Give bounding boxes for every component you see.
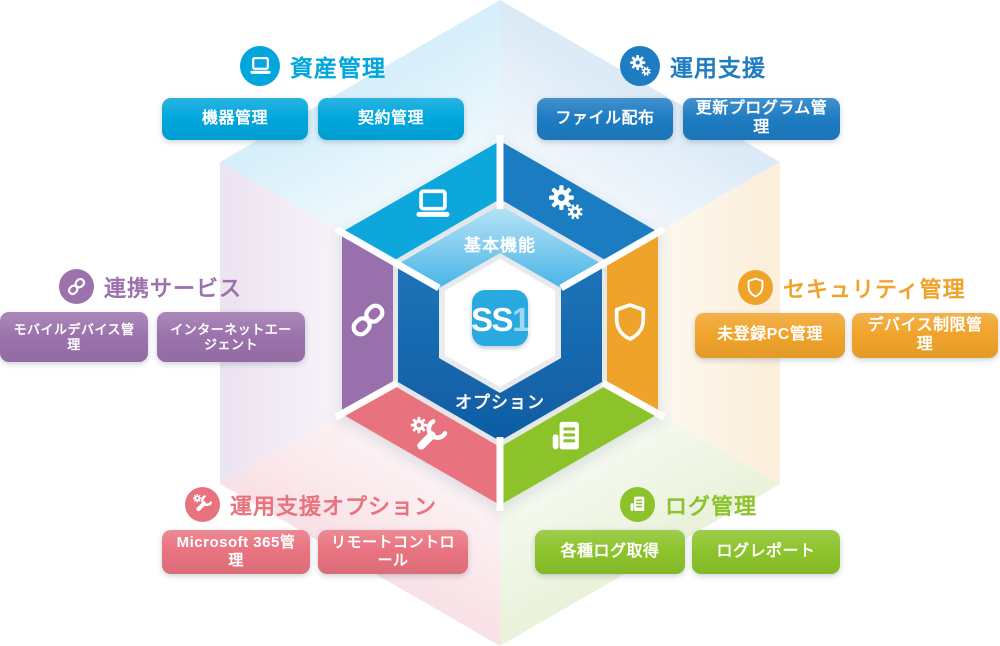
log-acquisition-button[interactable]: 各種ログ取得 [535,530,685,574]
update-program-management-button[interactable]: 更新プログラム管理 [683,98,840,140]
shield-icon [738,270,773,305]
options-ring [398,264,602,441]
file-distribution-button[interactable]: ファイル配布 [537,98,673,140]
security-management-header: セキュリティ管理 [738,270,966,305]
device-management-button[interactable]: 機器管理 [162,98,308,140]
operation-support-header: 運用支援 [620,46,766,86]
mobile-device-management-button[interactable]: モバイルデバイス管理 [0,312,148,362]
section-title: セキュリティ管理 [783,276,966,302]
basic-functions-band [398,205,602,288]
log-segment [500,385,658,505]
wrench-gear-icon [185,487,220,522]
operation-segment [500,141,658,261]
microsoft-365-management-button[interactable]: Microsoft 365管理 [162,530,310,574]
unregistered-pc-management-button[interactable]: 未登録PC管理 [695,313,845,358]
section-title: 連携サービス [104,275,243,301]
remote-control-button[interactable]: リモートコントロール [318,530,468,574]
internet-agent-button[interactable]: インターネットエージェント [157,312,305,362]
operation-support-option-header: 運用支援オプション [185,487,437,522]
contract-management-button[interactable]: 契約管理 [318,98,464,140]
log-report-button[interactable]: ログレポート [692,530,840,574]
asset-management-header: 資産管理 [240,46,386,86]
ss1-logo-text: SS1 [471,301,530,338]
chain-link-icon [59,269,94,304]
laptop-icon [240,46,280,86]
section-title: ログ管理 [665,493,758,519]
link-services-header: 連携サービス [59,269,242,304]
log-sheet-icon [620,487,655,522]
segment-gaps [334,135,666,511]
ss1-logo: SS1 [471,290,532,346]
security-segment [607,232,658,414]
gears-icon [620,46,660,86]
section-title: 運用支援オプション [230,493,438,519]
device-restriction-management-button[interactable]: デバイス制限管理 [852,313,998,358]
log-management-header: ログ管理 [620,487,757,522]
options-label: オプション [455,392,545,412]
section-title: 資産管理 [290,55,386,81]
basic-functions-label: 基本機能 [463,235,536,255]
section-title: 運用支援 [670,55,766,81]
